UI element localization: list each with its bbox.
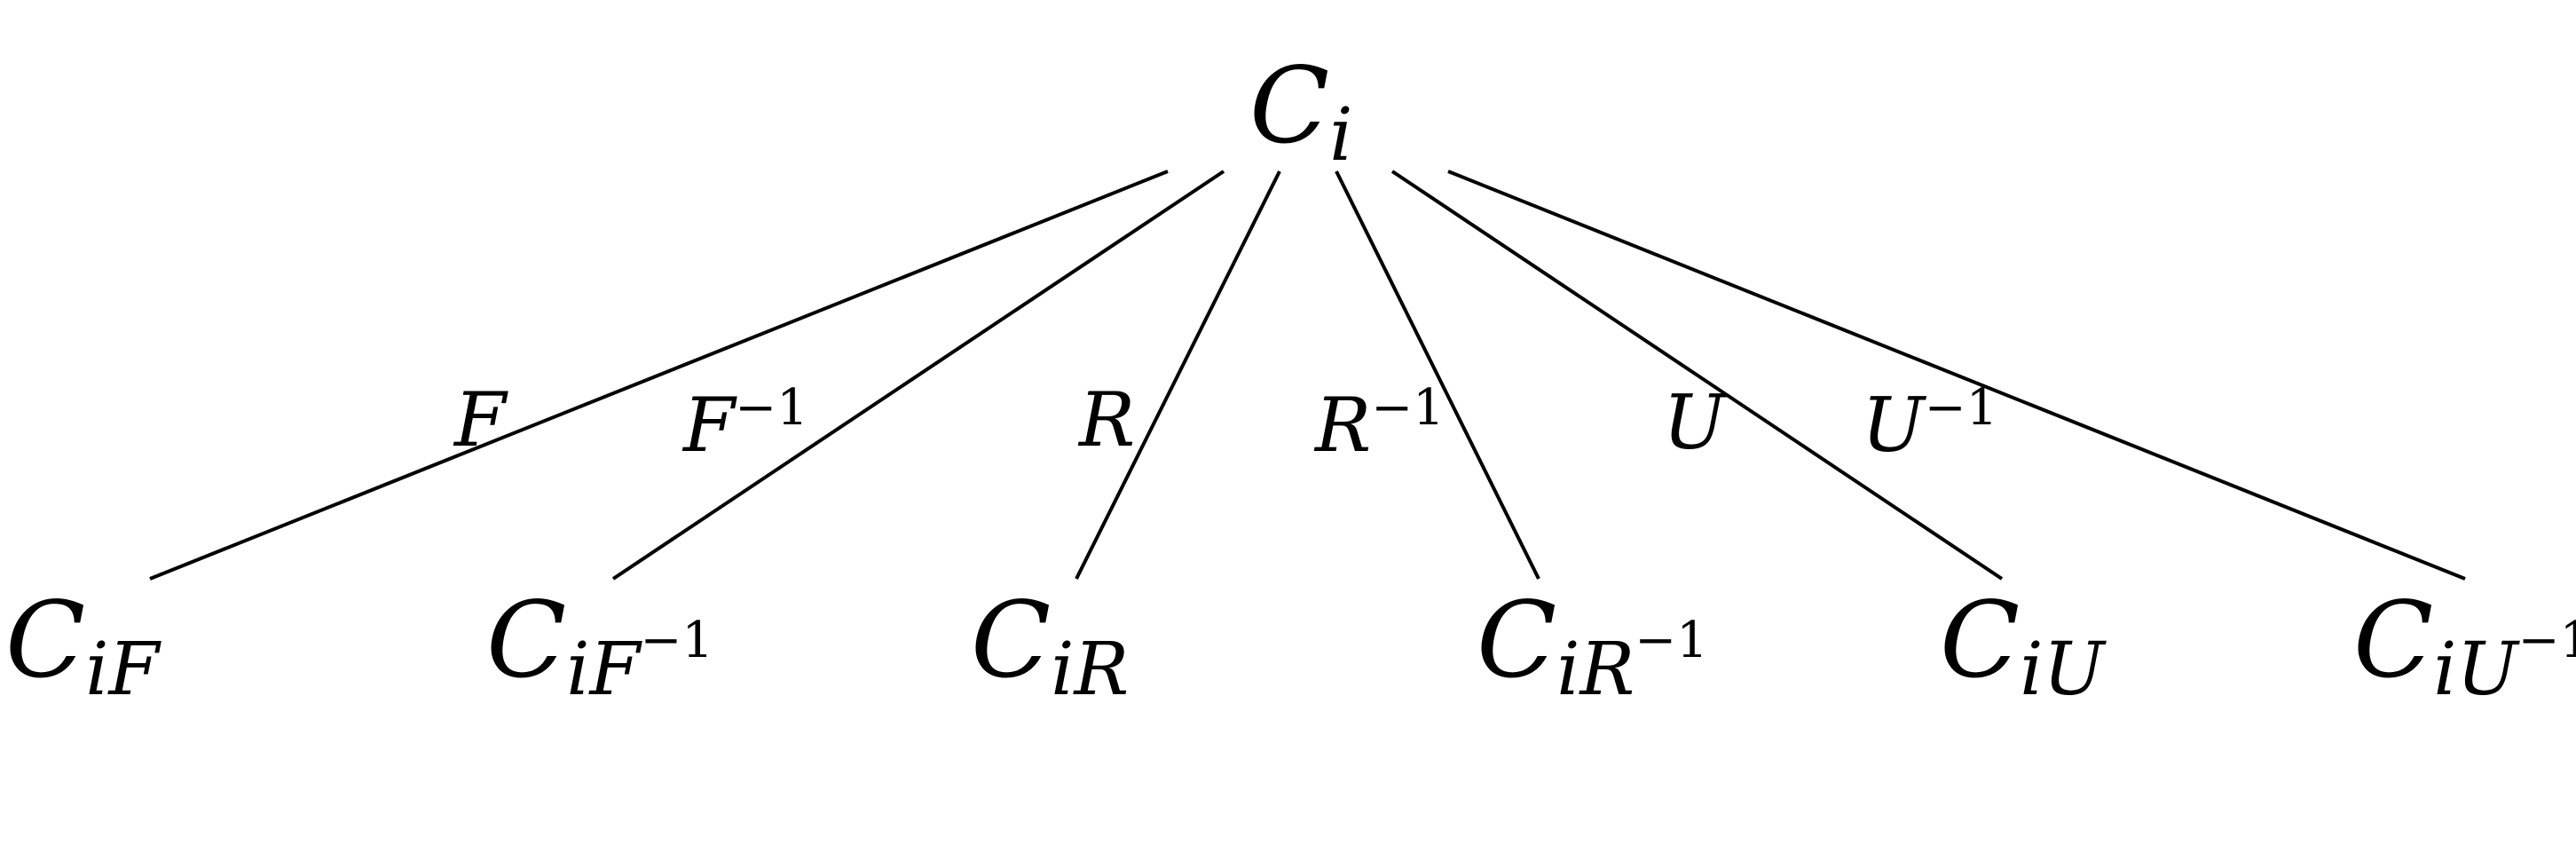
edge-r <box>1075 170 1281 580</box>
edge-label-f: F <box>453 376 508 463</box>
edge-label-u-inverse: U−1 <box>1862 379 1997 469</box>
child-node-u: CiU <box>1940 579 2107 712</box>
edge-r-inverse <box>1335 170 1540 580</box>
child-node-r: CiR <box>971 579 1129 712</box>
edge-u-inverse <box>1447 170 2466 581</box>
child-node-f-inverse: CiF−1 <box>486 579 713 712</box>
edge-label-f-inverse: F−1 <box>681 379 808 469</box>
child-node-f: CiF <box>5 579 162 712</box>
edge-u <box>1390 170 2004 581</box>
root-node: Ci <box>1249 44 1353 178</box>
edge-label-r-inverse: R−1 <box>1313 379 1445 469</box>
edge-label-r: R <box>1077 376 1135 463</box>
child-node-u-inverse: CiU−1 <box>2353 579 2576 712</box>
edge-f-inverse <box>611 170 1225 581</box>
root-node-main: C <box>1249 44 1329 167</box>
edge-label-u: U <box>1663 379 1729 466</box>
child-node-r-inverse: CiR−1 <box>1477 579 1708 712</box>
root-node-sub: i <box>1329 93 1352 178</box>
edge-f <box>149 170 1169 581</box>
